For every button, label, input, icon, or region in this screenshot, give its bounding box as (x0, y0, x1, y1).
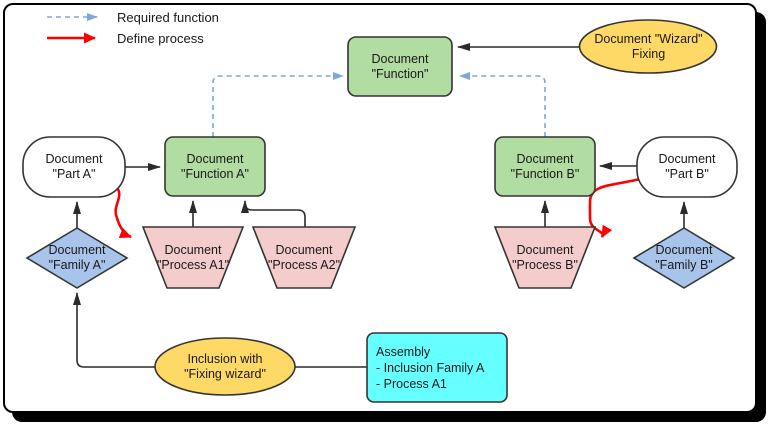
node-family-a-line2: "Family A" (48, 258, 106, 272)
node-assembly-line1: Assembly (376, 344, 431, 359)
node-family-b-line2: "Family B" (655, 258, 713, 272)
node-inclusion-shape[interactable] (154, 337, 296, 396)
node-function-a-shape[interactable] (164, 136, 266, 197)
node-assembly[interactable]: Assembly - Inclusion Family A - Process … (367, 333, 507, 402)
node-function-line1: Document (371, 51, 429, 66)
node-inclusion[interactable]: Inclusion with "Fixing wizard" (155, 338, 295, 395)
node-part-a[interactable]: Document "Part A" (23, 137, 125, 197)
node-assembly-line3: - Process A1 (376, 376, 447, 391)
node-function-b[interactable]: Document "Function B" (495, 137, 595, 196)
node-family-a-shape[interactable] (25, 227, 129, 289)
node-process-a2-line1: Document (275, 242, 333, 257)
node-function-a[interactable]: Document "Function A" (165, 137, 265, 196)
node-function[interactable]: Document "Function" (348, 37, 452, 96)
node-wizard-fixing-line1: Document "Wizard" (594, 31, 703, 46)
node-inclusion-line2: "Fixing wizard" (184, 366, 266, 381)
node-wizard-fixing-line2: Fixing (631, 46, 666, 61)
node-part-b[interactable]: Document "Part B" (637, 137, 737, 197)
node-process-a2[interactable]: Document "Process A2" (253, 227, 355, 288)
node-process-a1-shape[interactable] (141, 226, 245, 289)
node-process-a1[interactable]: Document "Process A1" (143, 227, 243, 288)
node-function-a-line2: "Function A" (181, 166, 249, 181)
node-function-shape[interactable] (347, 36, 453, 97)
node-part-a-line2: "Part A" (52, 167, 96, 181)
node-function-line2: "Function" (371, 66, 429, 81)
node-part-a-line1: Document (45, 152, 103, 166)
node-process-b[interactable]: Document "Process B" (495, 227, 595, 288)
node-assembly-line2: - Inclusion Family A (376, 360, 485, 375)
node-part-b-shape[interactable] (636, 136, 738, 198)
node-assembly-shape[interactable] (366, 332, 508, 403)
node-function-a-line1: Document (186, 151, 244, 166)
node-process-a2-line2: "Process A2" (267, 257, 341, 272)
node-part-b-line2: "Part B" (665, 167, 709, 181)
legend-define-process-label: Define process (117, 31, 204, 46)
node-function-b-line2: "Function B" (510, 166, 580, 181)
node-process-a1-line2: "Process A1" (156, 257, 230, 272)
node-process-a1-line1: Document (164, 242, 222, 257)
node-family-b-shape[interactable] (632, 227, 736, 289)
node-inclusion-line1: Inclusion with (187, 351, 263, 366)
node-function-b-line1: Document (516, 151, 574, 166)
node-part-b-line1: Document (658, 152, 716, 166)
node-process-b-shape[interactable] (493, 226, 597, 289)
node-part-a-shape[interactable] (22, 136, 126, 198)
node-process-a2-shape[interactable] (251, 226, 357, 289)
node-process-b-line1: Document (516, 242, 574, 257)
node-process-b-line2: "Process B" (512, 257, 578, 272)
legend-required-function-label: Required function (117, 10, 219, 25)
node-function-b-shape[interactable] (494, 136, 596, 197)
node-family-b[interactable]: Document "Family B" (634, 228, 734, 288)
node-wizard-fixing[interactable]: Document "Wizard" Fixing (580, 20, 717, 73)
node-family-a[interactable]: Document "Family A" (27, 228, 127, 288)
node-family-a-line1: Document (48, 243, 106, 257)
node-wizard-fixing-shape[interactable] (578, 19, 718, 74)
node-family-b-line1: Document (655, 243, 713, 257)
